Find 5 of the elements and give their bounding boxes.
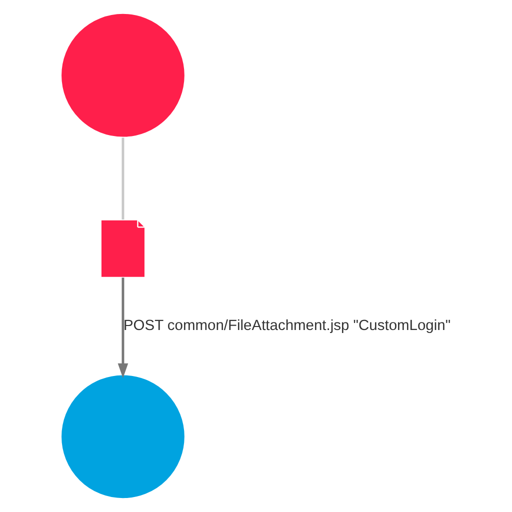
node-circle (60, 374, 186, 500)
connector (122, 138, 124, 220)
edge-label: POST common/FileAttachment.jsp "CustomLogin" (123, 318, 451, 334)
arrow (118, 278, 128, 378)
node-circle (60, 12, 186, 138)
